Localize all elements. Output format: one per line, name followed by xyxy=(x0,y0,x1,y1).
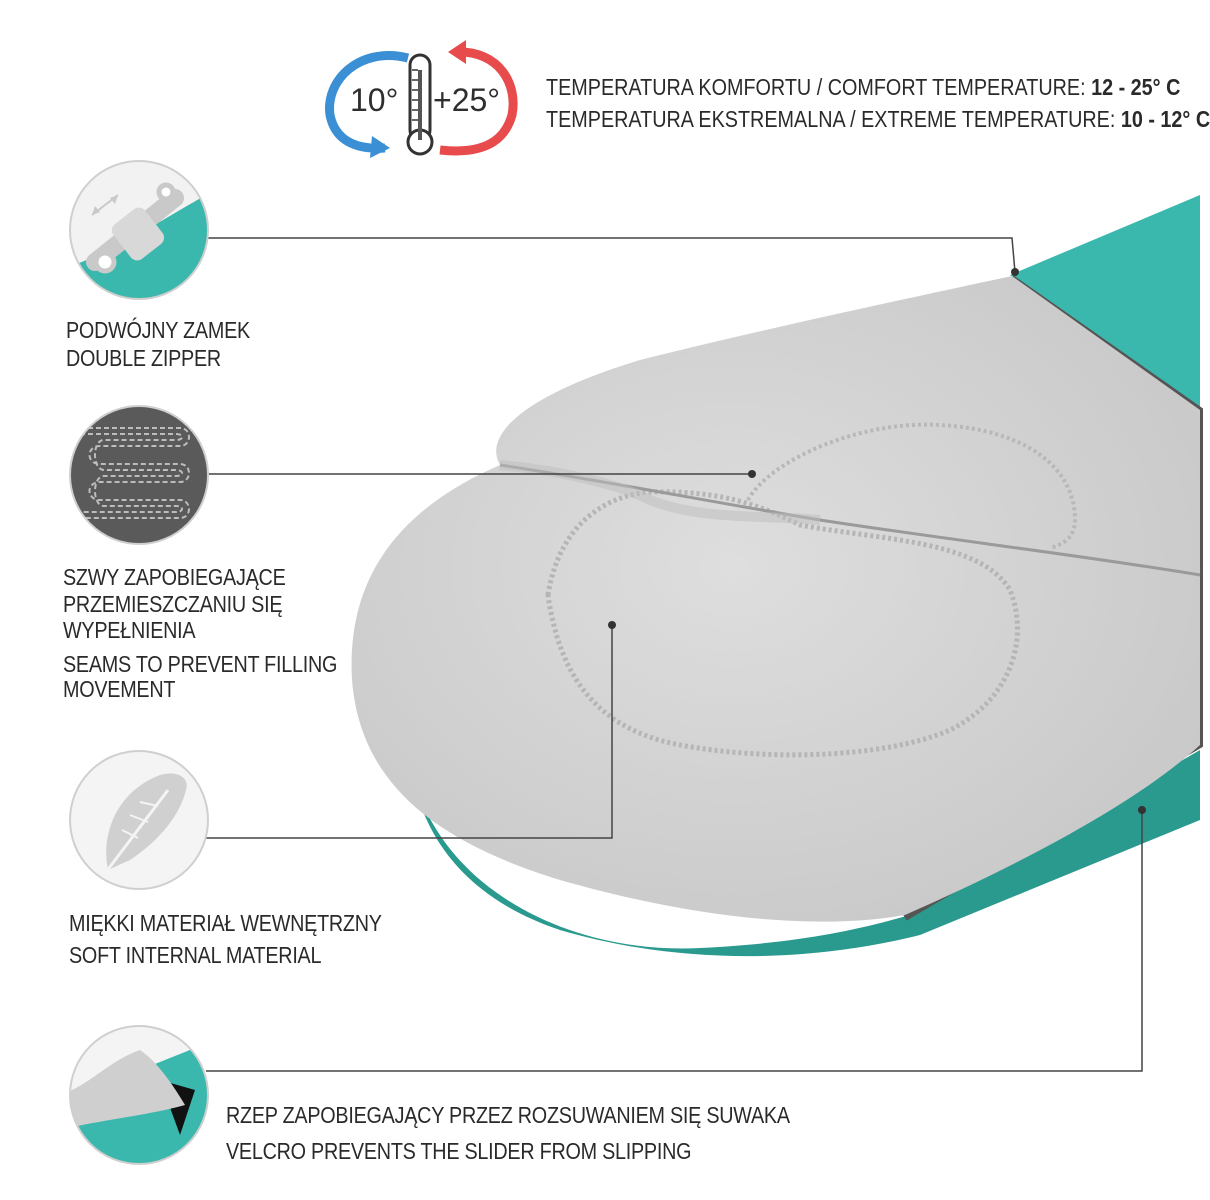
feature-label-pl: WYPEŁNIENIA xyxy=(63,617,196,643)
warm-arrowhead xyxy=(448,40,466,64)
leader-lines xyxy=(174,237,1143,1072)
hood-seam xyxy=(545,489,1020,758)
velcro-flap-icon xyxy=(69,1025,209,1165)
comfort-label: TEMPERATURA KOMFORTU / COMFORT TEMPERATU… xyxy=(546,74,1086,100)
leader-dots xyxy=(608,268,1146,814)
teal-shell xyxy=(1010,195,1200,410)
dot-seams xyxy=(748,470,756,478)
feature-label-en: DOUBLE ZIPPER xyxy=(66,345,221,371)
leader-zipper xyxy=(174,237,1016,273)
feature-label-en: SOFT INTERNAL MATERIAL xyxy=(69,942,322,968)
comfort-value: 12 - 25° C xyxy=(1091,74,1181,100)
feature-label-en: SEAMS TO PREVENT FILLING xyxy=(63,651,338,677)
extreme-temperature: TEMPERATURA EKSTREMALNA / EXTREME TEMPER… xyxy=(546,106,1210,133)
flap-shadow xyxy=(499,460,821,525)
extreme-value: 10 - 12° C xyxy=(1120,106,1210,132)
dot-velcro xyxy=(1138,806,1146,814)
feature-label-pl: PRZEMIESZCZANIU SIĘ xyxy=(63,591,283,617)
teal-shell-bottom xyxy=(410,750,1200,957)
feature-label-en: VELCRO PREVENTS THE SLIDER FROM SLIPPING xyxy=(226,1138,692,1164)
sleeping-bag xyxy=(351,195,1203,957)
dot-zipper xyxy=(1011,268,1019,276)
feather-icon xyxy=(69,750,209,890)
leader-velcro xyxy=(206,810,1143,1072)
feature-label-en: MOVEMENT xyxy=(63,676,176,702)
feature-label-pl: PODWÓJNY ZAMEK xyxy=(66,317,250,343)
comfort-temperature: TEMPERATURA KOMFORTU / COMFORT TEMPERATU… xyxy=(546,74,1180,101)
high-temp-badge: +25° xyxy=(433,82,501,118)
cold-arrowhead xyxy=(370,136,390,158)
leader-material xyxy=(200,625,613,839)
feature-label-pl: RZEP ZAPOBIEGAJĄCY PRZEZ ROZSUWANIEM SIĘ… xyxy=(226,1102,790,1128)
extreme-label: TEMPERATURA EKSTREMALNA / EXTREME TEMPER… xyxy=(546,106,1116,132)
temperature-badge xyxy=(325,40,518,158)
feature-label-pl: SZWY ZAPOBIEGAJĄCE xyxy=(63,564,286,590)
dot-material xyxy=(608,621,616,629)
warm-arrow-icon xyxy=(439,47,518,156)
feature-label-pl: MIĘKKI MATERIAŁ WEWNĘTRZNY xyxy=(69,910,382,936)
low-temp-badge: 10° xyxy=(350,82,399,118)
cold-arrow-icon xyxy=(325,51,410,153)
zipper-icon xyxy=(69,160,209,300)
lining-body xyxy=(351,276,1200,922)
stitched-seams-icon xyxy=(69,405,209,545)
pillow-seam xyxy=(746,422,1078,550)
